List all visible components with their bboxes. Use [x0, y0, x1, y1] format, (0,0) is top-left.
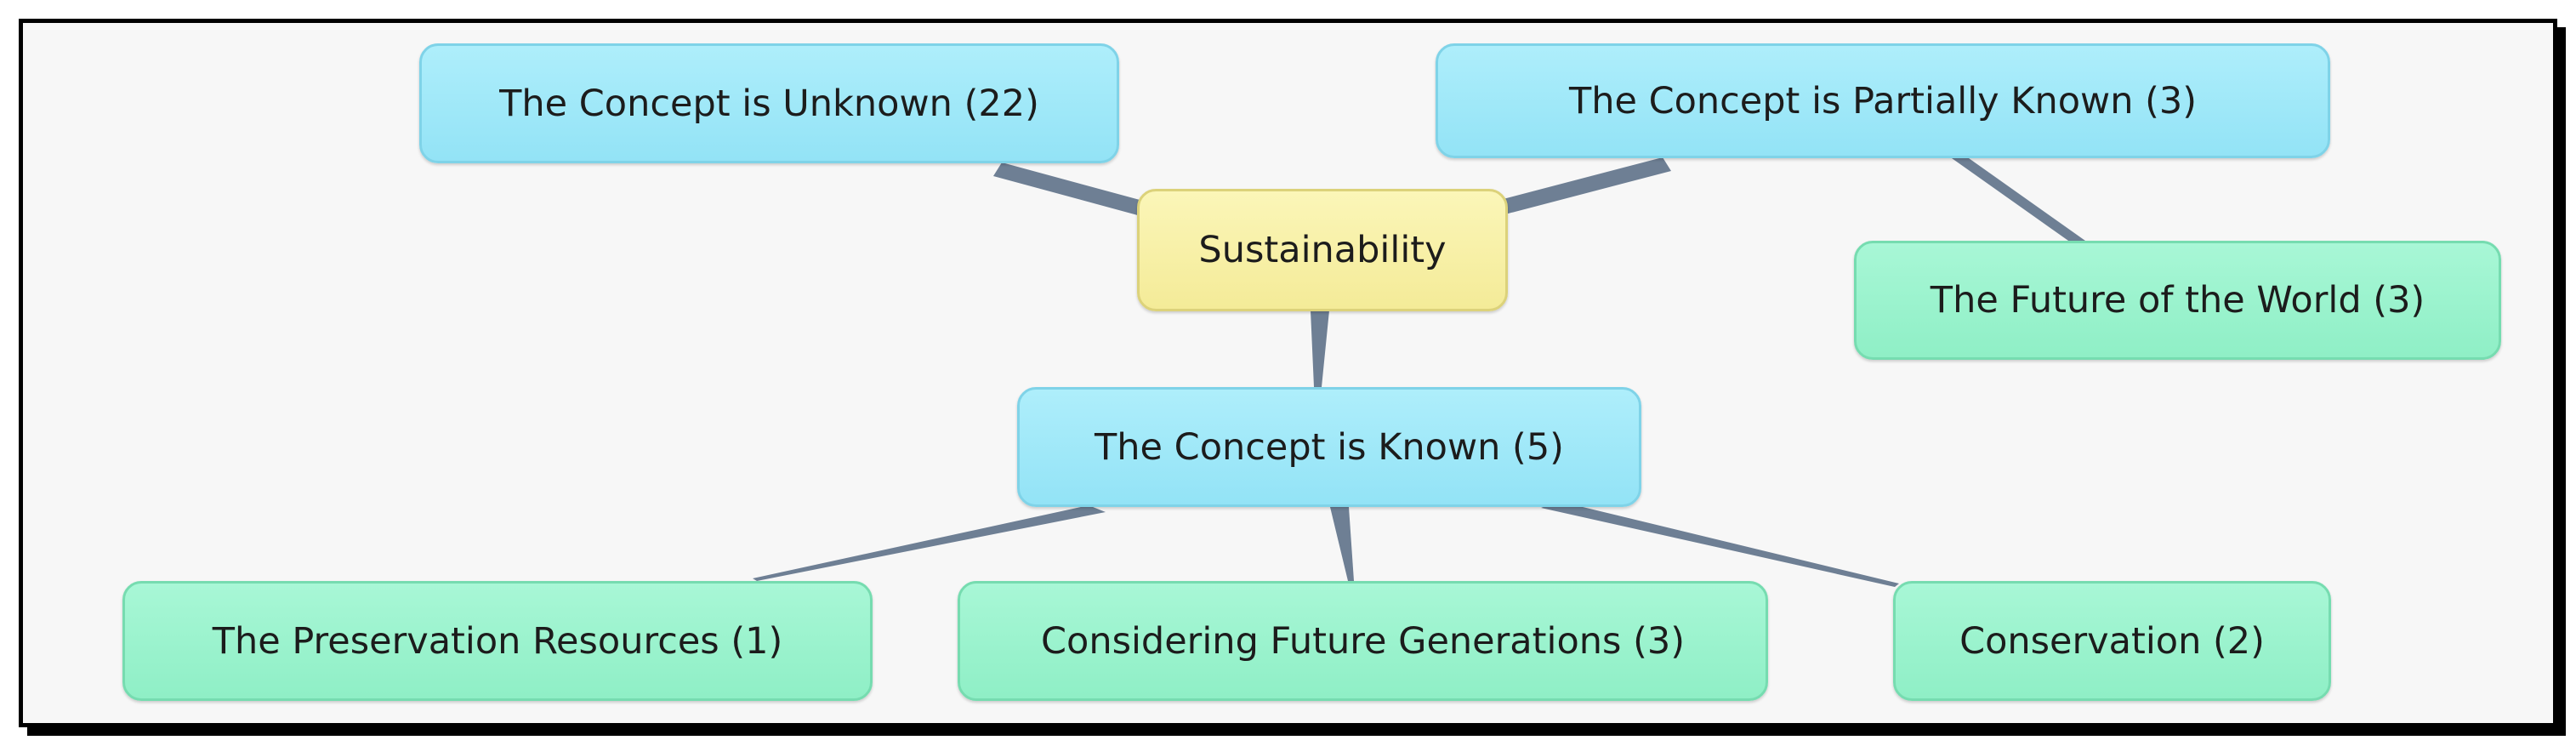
- node-concept-known-label: The Concept is Known (5): [1095, 425, 1564, 469]
- node-concept-unknown[interactable]: The Concept is Unknown (22): [419, 43, 1119, 163]
- node-future-of-world-label: The Future of the World (3): [1930, 279, 2425, 322]
- node-concept-unknown-label: The Concept is Unknown (22): [499, 82, 1039, 125]
- node-conservation[interactable]: Conservation (2): [1893, 581, 2331, 701]
- node-preservation-resources-label: The Preservation Resources (1): [212, 619, 783, 663]
- node-concept-partially-known[interactable]: The Concept is Partially Known (3): [1436, 43, 2330, 158]
- connector-root-unknown: [993, 162, 1152, 217]
- connector-known-future-generations: [1330, 507, 1354, 581]
- node-sustainability-label: Sustainability: [1198, 229, 1447, 271]
- connector-root-partially-known: [1490, 157, 1671, 216]
- node-sustainability[interactable]: Sustainability: [1137, 189, 1508, 311]
- node-future-generations-label: Considering Future Generations (3): [1041, 619, 1685, 663]
- node-preservation-resources[interactable]: The Preservation Resources (1): [122, 581, 873, 701]
- connector-root-known: [1311, 310, 1329, 387]
- node-concept-known[interactable]: The Concept is Known (5): [1017, 387, 1641, 507]
- connector-known-preservation: [753, 505, 1106, 581]
- node-future-generations[interactable]: Considering Future Generations (3): [958, 581, 1768, 701]
- node-conservation-label: Conservation (2): [1959, 619, 2265, 663]
- connector-known-conservation: [1541, 501, 1899, 587]
- node-future-of-world[interactable]: The Future of the World (3): [1854, 241, 2501, 360]
- node-concept-partially-known-label: The Concept is Partially Known (3): [1568, 79, 2198, 122]
- connector-partially-known-future-world: [1952, 158, 2085, 247]
